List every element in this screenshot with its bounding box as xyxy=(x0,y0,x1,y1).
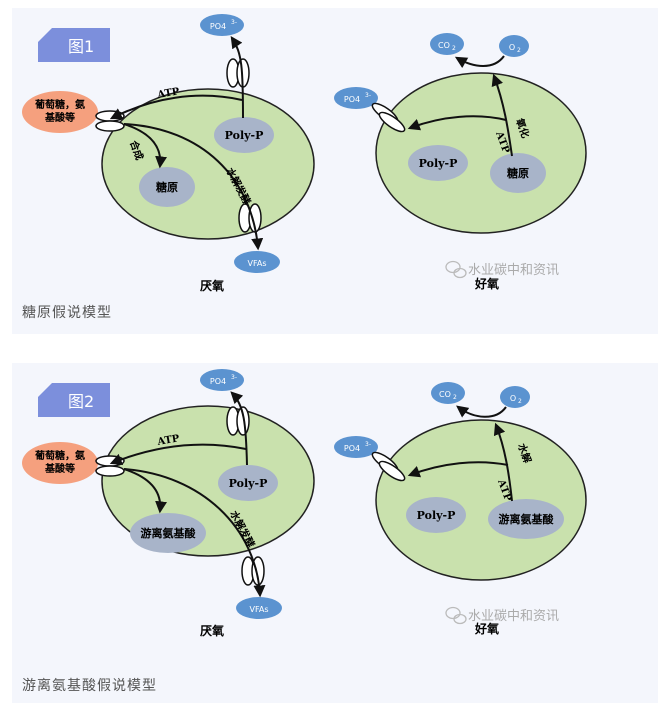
arrow-icon xyxy=(230,36,244,119)
substrate-input xyxy=(22,91,98,133)
anaerobic-label: 厌氧 xyxy=(200,278,224,293)
figure1-diagram: 图1 Poly-P 糖原 葡萄糖，氨 基酸等 PO4 3- VFAs xyxy=(22,14,587,293)
storage-label: 糖原 xyxy=(507,166,529,180)
substrate-line1: 葡萄糖，氨 xyxy=(34,449,85,462)
arrow-icon xyxy=(230,391,248,466)
arrow-icon xyxy=(456,405,507,418)
arrow-icon xyxy=(407,115,507,131)
po4-ion xyxy=(334,87,378,109)
arrow-icon xyxy=(454,55,505,69)
aerobic-cell xyxy=(375,72,587,234)
po4-label: PO4 xyxy=(344,444,360,453)
polyp-label: Poly-P xyxy=(229,477,268,490)
arrow-icon xyxy=(123,468,168,514)
arrow-icon xyxy=(407,461,509,478)
transporter-icon xyxy=(371,102,406,133)
storage-label: 游离氨基酸 xyxy=(141,526,197,540)
substrate-input xyxy=(22,442,98,484)
po4-charge: 3- xyxy=(365,92,371,99)
arrow-icon xyxy=(109,443,247,466)
po4-ion xyxy=(200,369,244,391)
aerobic-label: 好氧 xyxy=(474,621,499,636)
po4-charge: 3- xyxy=(365,441,371,448)
po4-ion xyxy=(334,436,378,458)
figure-caption: 游离氨基酸假说模型 xyxy=(22,678,157,694)
storage-label: 游离氨基酸 xyxy=(499,512,555,526)
wechat-icon xyxy=(445,260,467,279)
o2-ion xyxy=(499,35,529,57)
po4-label: PO4 xyxy=(210,377,226,386)
transporter-icon xyxy=(226,406,250,436)
substrate-line2: 基酸等 xyxy=(44,462,75,475)
co2-ion xyxy=(430,33,464,55)
po4-label: PO4 xyxy=(344,95,360,104)
transporter-icon xyxy=(371,451,406,482)
watermark-text: 水业碳中和资讯 xyxy=(468,263,559,278)
co2-subscript: 2 xyxy=(453,394,457,401)
po4-label: PO4 xyxy=(210,22,226,31)
vfas-label: VFAs xyxy=(250,605,269,614)
o2-label: O xyxy=(509,43,515,52)
figure2-diagram: 图2 Poly-P 游离氨基酸 葡萄糖，氨 基酸等 PO4 3- VFAs xyxy=(22,369,587,638)
co2-label: CO xyxy=(439,390,451,399)
polyp-granule xyxy=(406,497,466,533)
storage-label: 糖原 xyxy=(156,180,178,194)
storage-granule xyxy=(488,499,564,539)
arrow-icon xyxy=(493,422,513,502)
arrow-icon xyxy=(123,123,264,251)
o2-label: O xyxy=(510,394,516,403)
arrow-icon xyxy=(123,468,266,598)
polyp-label: Poly-P xyxy=(225,129,264,142)
anaerobic-cell xyxy=(101,88,315,240)
substrate-line1: 葡萄糖，氨 xyxy=(34,98,85,111)
po4-charge: 3- xyxy=(231,19,237,26)
figure-panel-1: 图1 Poly-P 糖原 葡萄糖，氨 基酸等 PO4 3- VFAs xyxy=(12,8,658,334)
substrate-line2: 基酸等 xyxy=(44,111,75,124)
atp-label: ATP xyxy=(156,86,181,101)
figure-panel-2: 图2 Poly-P 游离氨基酸 葡萄糖，氨 基酸等 PO4 3- VFAs xyxy=(12,363,658,703)
po4-charge: 3- xyxy=(231,374,237,381)
polyp-granule xyxy=(214,117,274,153)
arrow-icon xyxy=(123,123,168,169)
vfas-label: VFAs xyxy=(248,259,267,268)
o2-ion xyxy=(500,386,530,408)
polyp-label: Poly-P xyxy=(419,157,458,170)
arrow-icon xyxy=(491,73,513,157)
transporter-icon xyxy=(226,58,250,88)
o2-subscript: 2 xyxy=(518,398,522,405)
wechat-icon xyxy=(445,606,467,625)
po4-ion xyxy=(200,14,244,36)
watermark-text: 水业碳中和资讯 xyxy=(468,609,559,624)
o2-subscript: 2 xyxy=(517,47,521,54)
polyp-granule xyxy=(408,145,468,181)
figure-caption: 糖原假说模型 xyxy=(22,305,112,321)
aerobic-label: 好氧 xyxy=(474,276,499,291)
anaerobic-label: 厌氧 xyxy=(200,623,224,638)
figure-badge xyxy=(38,28,110,62)
polyp-label: Poly-P xyxy=(417,509,456,522)
storage-granule xyxy=(490,153,546,193)
aerobic-cell xyxy=(375,419,587,581)
polyp-granule xyxy=(218,465,278,501)
storage-granule xyxy=(139,167,195,207)
storage-granule xyxy=(130,513,206,553)
vfas-ion xyxy=(234,251,280,273)
atp-label: ATP xyxy=(156,433,181,448)
arrow-icon xyxy=(109,94,243,120)
vfas-ion xyxy=(236,597,282,619)
co2-subscript: 2 xyxy=(452,45,456,52)
figure-badge xyxy=(38,383,110,417)
figure-badge-label: 图1 xyxy=(68,37,94,56)
figure-badge-label: 图2 xyxy=(68,392,94,411)
co2-label: CO xyxy=(438,41,450,50)
co2-ion xyxy=(431,382,465,404)
